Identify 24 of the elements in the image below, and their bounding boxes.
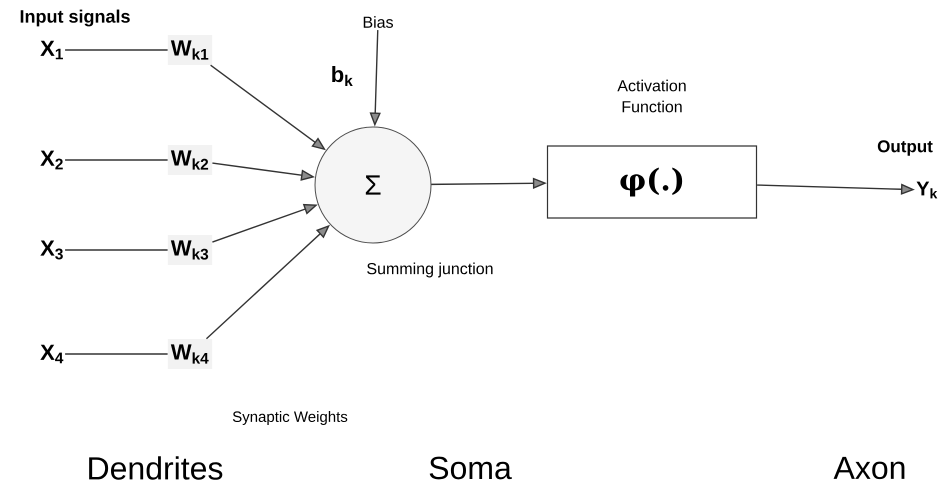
input-symbol: X$_{4}$: [40, 344, 64, 364]
input-symbol: X$_{3}$: [40, 240, 63, 260]
output-symbol: Y$_{k}$: [916, 182, 938, 198]
weight-box: W$_{k2}$: [168, 145, 212, 175]
section-label: Axon: [834, 456, 904, 480]
section-label: Dendrites: [89, 456, 222, 480]
section-label: Soma: [430, 456, 512, 480]
node-caption: Summing junction: [367, 262, 493, 278]
activation-box: φ(.): [546, 145, 758, 219]
connector-line: [65, 249, 168, 251]
input-symbol: X$_{1}$: [40, 40, 63, 60]
input-symbol: X$_{2}$: [40, 150, 63, 170]
bias-label: Bias: [364, 16, 393, 28]
heading-label: Input signals: [20, 10, 130, 26]
weight-box: W$_{k3}$: [168, 235, 212, 265]
connector-line: [65, 353, 168, 355]
weight-box: W$_{k1}$: [168, 35, 212, 65]
connector-line: [65, 49, 168, 51]
bias-symbol: b$_{k}$: [332, 66, 353, 86]
connector-line: [65, 159, 168, 161]
box-heading: Activation Function: [617, 80, 686, 112]
output-label: Output: [878, 140, 933, 156]
weight-box: W$_{k4}$: [168, 339, 212, 369]
caption-label: Synaptic Weights: [232, 411, 348, 425]
